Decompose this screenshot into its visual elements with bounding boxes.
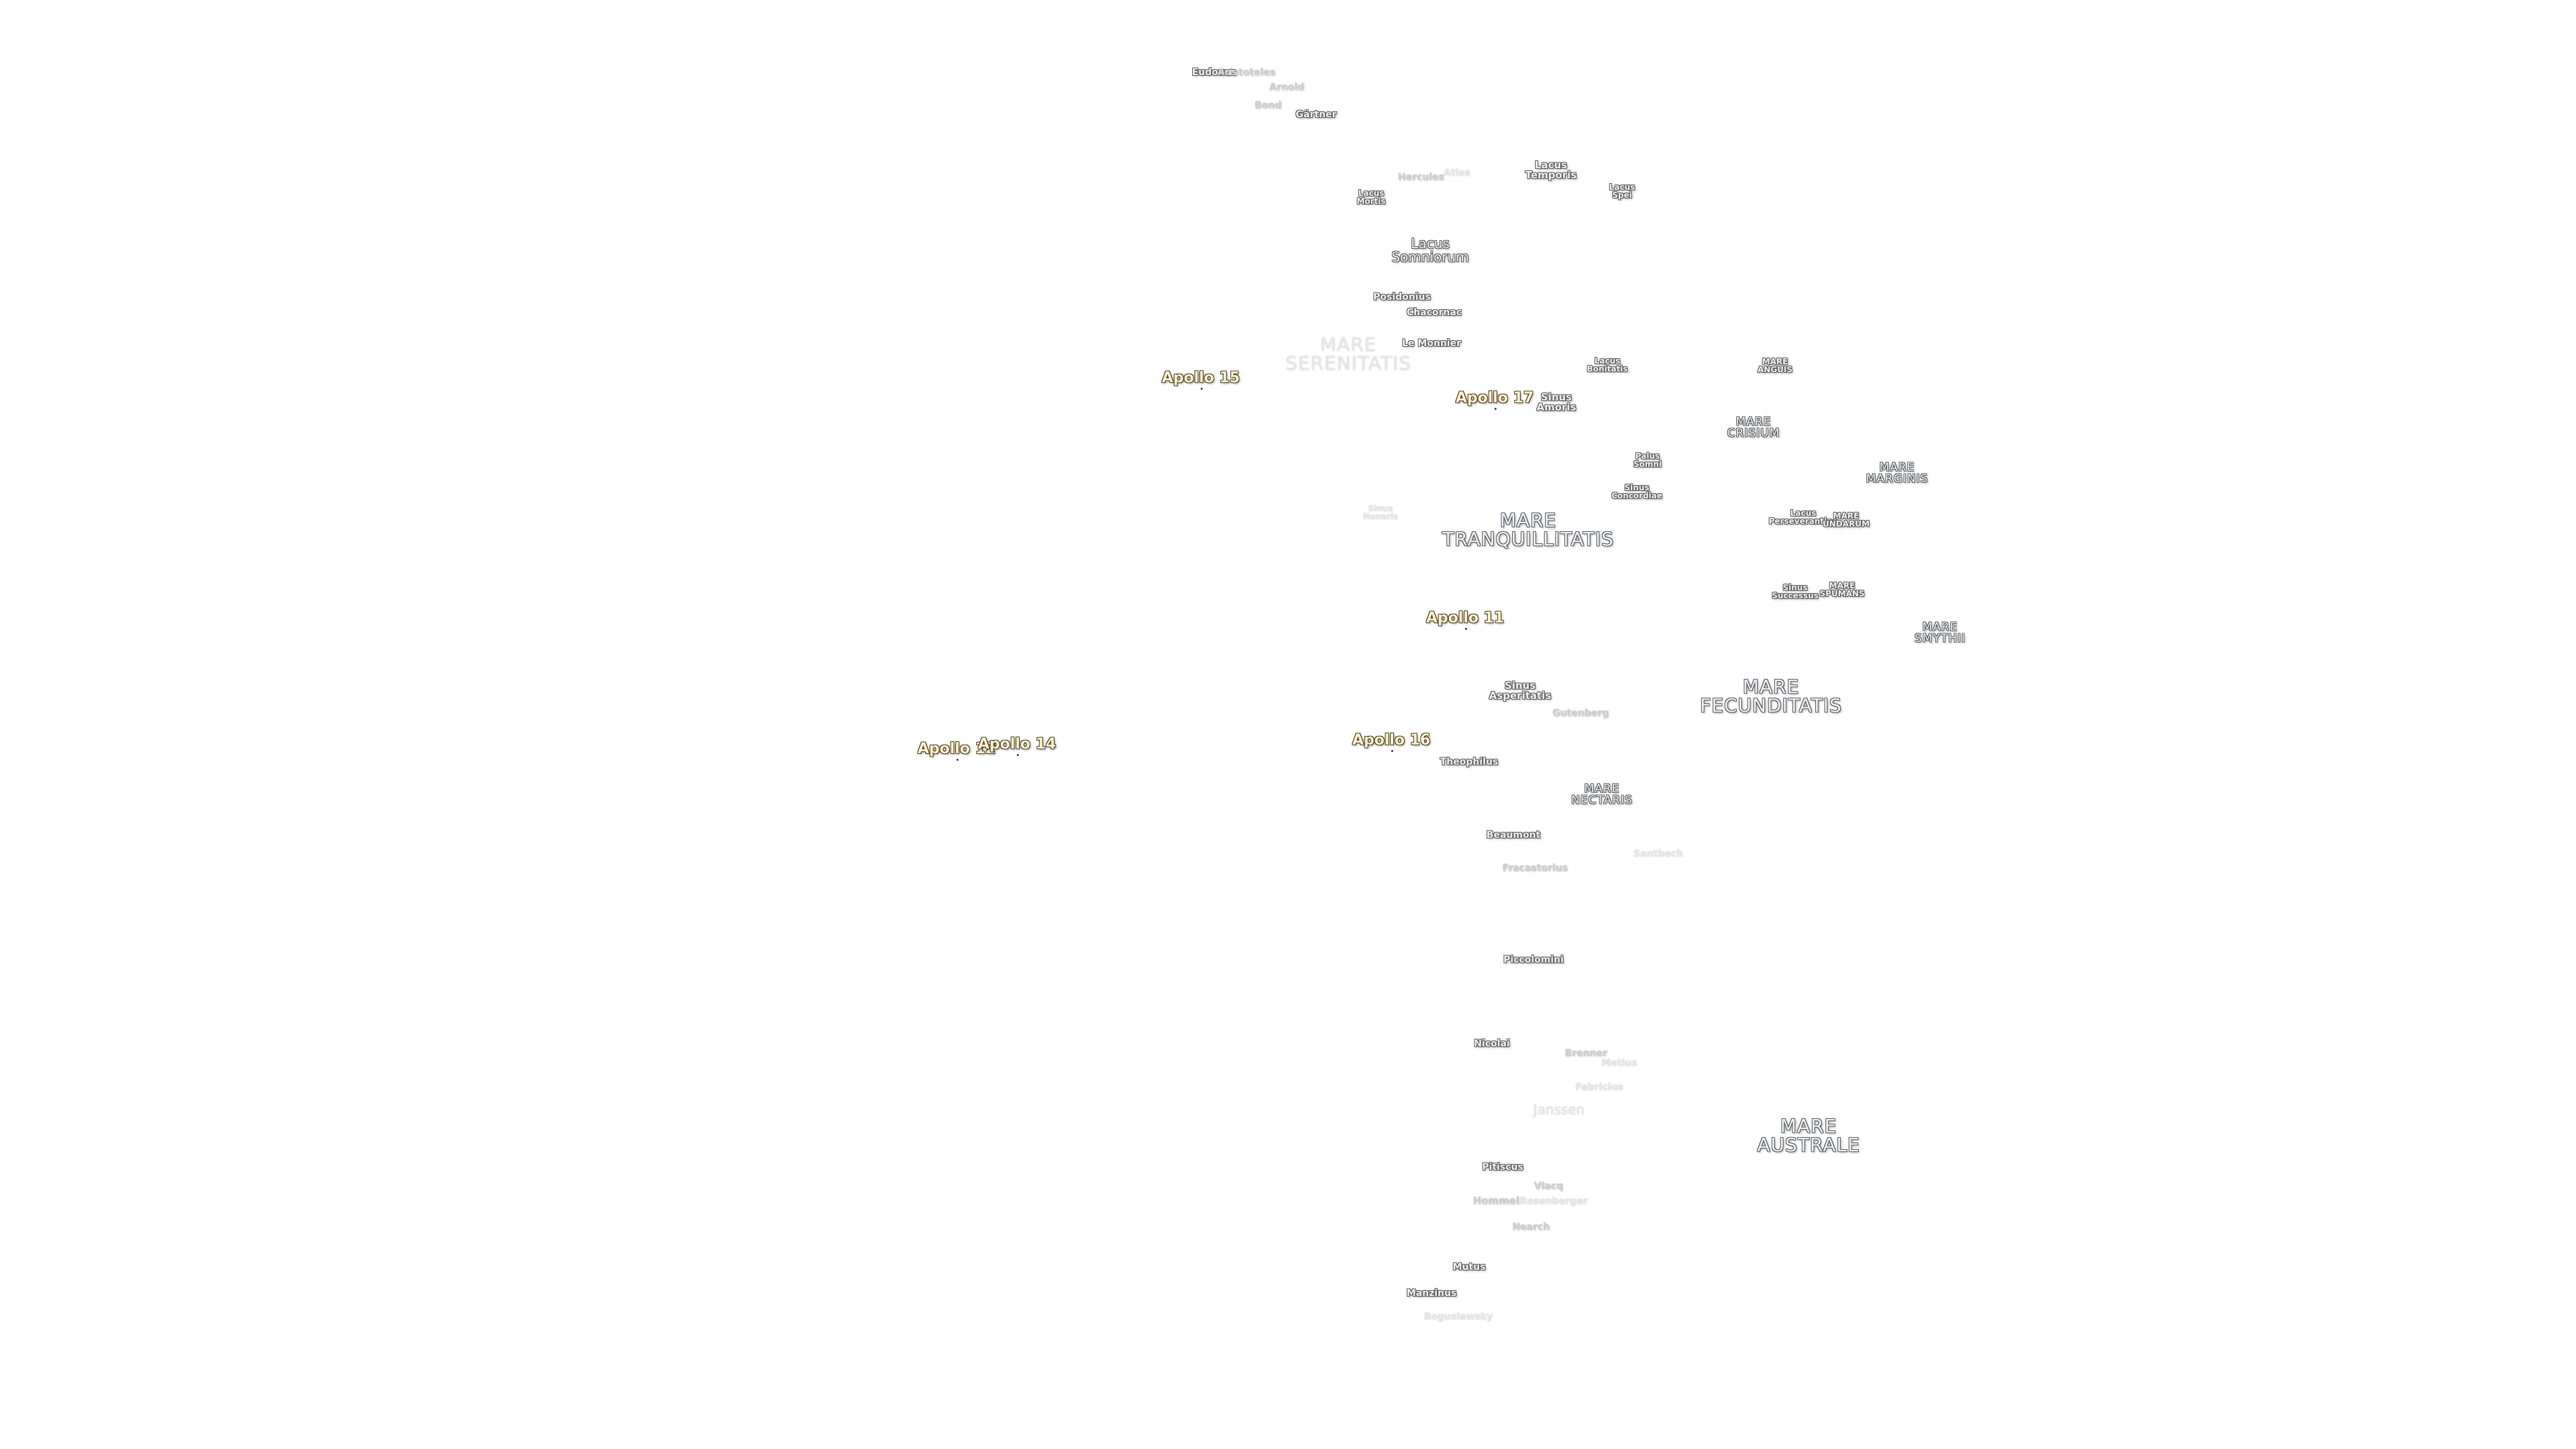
map-label-posidonius: Posidonius (1373, 292, 1431, 303)
map-label-theophilus: Theophilus (1440, 757, 1499, 767)
map-label-santbech: Santbech (1633, 849, 1683, 859)
map-label-gutenberg: Gutenberg (1552, 708, 1609, 718)
map-label-mutus: Mutus (1452, 1262, 1486, 1273)
map-label-sinus-amoris: Sinus Amoris (1536, 391, 1576, 413)
map-label-aristoteles: Aristoteles (1218, 67, 1275, 78)
map-label-chacornac: Chacornac (1406, 307, 1462, 318)
map-label-sinus-asperitatis: Sinus Asperitatis (1489, 680, 1552, 702)
map-label-hercules: Hercules (1397, 172, 1444, 182)
map-label-mare-marginis: MARE MARGINIS (1866, 461, 1929, 486)
map-label-fracastorius: Fracastorius (1502, 863, 1568, 873)
landing-site-apollo-11[interactable]: Apollo 11 (1426, 610, 1505, 630)
map-label-eudoxus: Eudoxus (1191, 67, 1237, 78)
map-label-janssen: Janssen (1533, 1102, 1585, 1118)
map-label-rosenberger: Rosenberger (1519, 1196, 1588, 1207)
map-label-sinus-concordiae: Sinus Concordiae (1611, 483, 1662, 500)
map-label-vlacq: Vlacq (1534, 1181, 1563, 1191)
map-label-mare-tranquillitatis: MARE TRANQUILLITATIS (1442, 509, 1614, 550)
map-label-metius: Metius (1601, 1058, 1638, 1069)
landing-site-apollo-14[interactable]: Apollo 14 (977, 736, 1057, 756)
map-label-manzinus: Manzinus (1406, 1288, 1457, 1299)
map-label-mare-serenitatis: MARE SERENITATIS (1285, 333, 1411, 374)
map-label-lacus-temporis: Lacus Temporis (1525, 159, 1577, 181)
map-label-lacus-mortis: Lacus Mortis (1356, 189, 1386, 206)
map-label-nicolai: Nicolai (1474, 1038, 1510, 1049)
landing-site-apollo-16[interactable]: Apollo 16 (1352, 732, 1431, 752)
map-label-mare-spumans: MARE SPUMANS (1819, 581, 1865, 598)
landing-site-apollo-17[interactable]: Apollo 17 (1455, 390, 1534, 410)
map-label-mare-australe: MARE AUSTRALE (1757, 1115, 1860, 1156)
landing-site-apollo-15[interactable]: Apollo 15 (1161, 370, 1240, 390)
landing-site-apollo-12[interactable]: Apollo 12 (917, 741, 996, 761)
map-label-pitiscus: Pitiscus (1482, 1162, 1523, 1173)
map-label-nearch: Nearch (1512, 1222, 1550, 1232)
map-label-lacus-bonitatis: Lacus Bonitatis (1587, 356, 1628, 374)
map-label-atlas: Atlas (1443, 168, 1471, 178)
map-label-gartner: Gärtner (1295, 109, 1337, 120)
map-label-palus-somni: Palus Somni (1633, 451, 1662, 469)
map-label-lacus-spei: Lacus Spei (1609, 182, 1635, 200)
map-label-bond: Bond (1254, 100, 1282, 111)
map-label-lacus-somniorum: Lacus Somniorum (1391, 235, 1469, 265)
map-label-mare-smythii: MARE SMYTHII (1914, 621, 1966, 645)
map-label-arnold: Arnold (1269, 82, 1305, 93)
map-label-mare-anguis: MARE ANGUIS (1757, 357, 1793, 374)
map-label-mare-crisium: MARE CRISIUM (1727, 415, 1780, 440)
map-label-brenner: Brenner (1564, 1048, 1607, 1059)
map-label-piccolomini: Piccolomini (1503, 955, 1564, 965)
map-label-le-monnier: Le Monnier (1402, 338, 1461, 349)
map-label-mare-fecunditatis: MARE FECUNDITATIS (1700, 676, 1842, 716)
map-label-sinus-successus: Sinus Successus (1772, 583, 1819, 600)
map-label-hommel: Hommel (1472, 1194, 1519, 1207)
map-label-beaumont: Beaumont (1486, 830, 1541, 841)
map-label-sinus-honoris: Sinus Honoris (1362, 504, 1399, 521)
map-label-mare-undarum: MARE UNDARUM (1823, 511, 1870, 529)
map-label-mare-nectaris: MARE NECTARIS (1571, 782, 1633, 807)
map-label-boguslawsky: Boguslawsky (1424, 1311, 1493, 1322)
map-label-fabricius: Fabricius (1575, 1082, 1623, 1093)
map-label-lacus-perseverantiae: Lacus Perseverantiae (1768, 508, 1838, 526)
